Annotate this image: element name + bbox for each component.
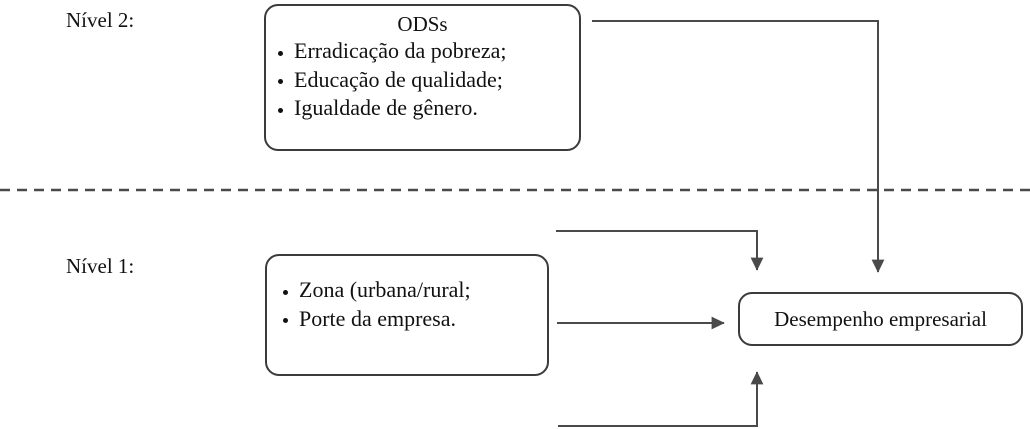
node-desempenho-label: Desempenho empresarial [774,306,987,331]
node-desempenho[interactable]: Desempenho empresarial [738,292,1023,346]
list-item: Zona (urbana/rural; [279,276,547,305]
connector-nivel1-bottom-to-desempenho [558,371,764,427]
connector-odss-to-desempenho [592,20,885,273]
node-odss[interactable]: ODSs Erradicação da pobreza; Educação de… [264,4,581,151]
node-nivel1-predictors[interactable]: Zona (urbana/rural; Porte da empresa. [265,254,549,376]
level-2-label: Nível 2: [66,8,135,32]
node-odss-item-list: Erradicação da pobreza; Educação de qual… [266,37,579,123]
connector-nivel1-top-to-desempenho [556,230,764,271]
list-item: Educação de qualidade; [274,66,579,95]
list-item: Erradicação da pobreza; [274,37,579,66]
level-1-label: Nível 1: [66,254,135,278]
node-nivel1-item-list: Zona (urbana/rural; Porte da empresa. [267,276,547,333]
node-odss-title: ODSs [397,12,448,36]
list-item: Porte da empresa. [279,305,547,334]
list-item: Igualdade de gênero. [274,94,579,123]
